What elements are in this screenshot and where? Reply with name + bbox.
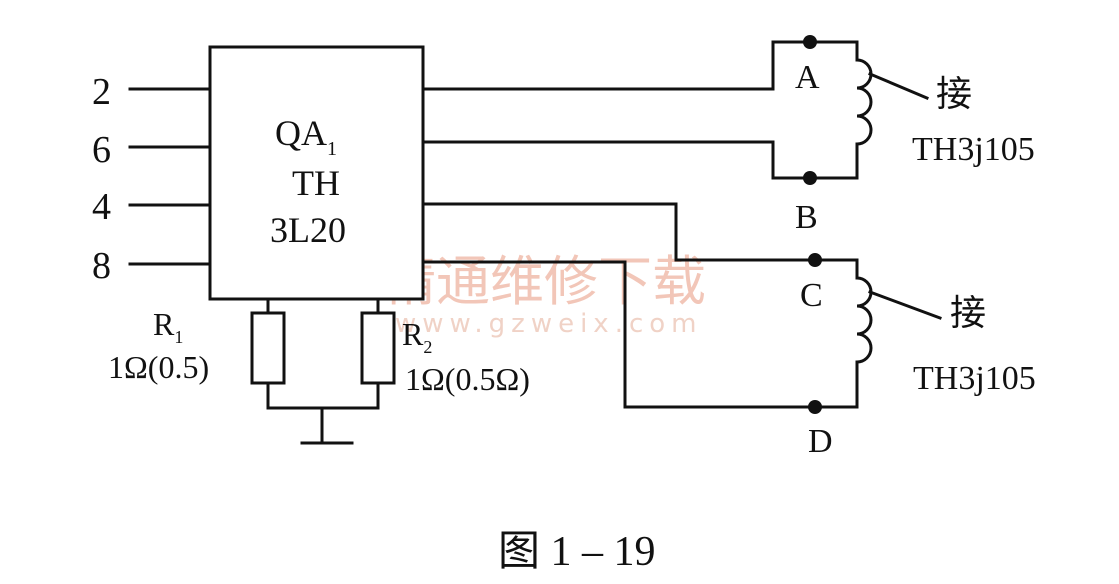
r2-name: R2 (402, 316, 432, 357)
terminal-c-label: C (800, 277, 823, 314)
chip-label-line3: 3L20 (270, 210, 346, 250)
terminal-a-label: A (795, 59, 820, 96)
coil-2-model-label: TH3j105 (913, 360, 1036, 397)
terminal-a-dot (803, 35, 817, 49)
terminal-d-label: D (808, 423, 833, 460)
coil-1-connect-label: 接 (936, 74, 972, 114)
terminal-b-dot (803, 171, 817, 185)
coil-2-circuit: C D 接 TH3j105 (421, 202, 1036, 460)
coil-1-inductor (855, 58, 873, 146)
resistor-network: R1 1Ω(0.5) R2 1Ω(0.5Ω) (108, 297, 530, 445)
pin-6-label: 6 (92, 129, 111, 171)
r1-name: R1 (153, 306, 183, 347)
chip-label-line2: TH (292, 163, 340, 203)
pin-8-label: 8 (92, 245, 111, 287)
coil-1-leader (868, 72, 929, 100)
watermark-url: www.gzweix.com (395, 309, 703, 339)
coil-1-model-label: TH3j105 (912, 131, 1035, 168)
watermark-text: 精通维修下载 (382, 250, 706, 313)
input-pins: 2 6 4 8 (92, 71, 212, 287)
r1-value: 1Ω(0.5) (108, 349, 209, 385)
resistor-r1 (250, 311, 286, 385)
chip-qa1: QA1 TH 3L20 (208, 45, 425, 301)
resistor-r2 (360, 311, 396, 385)
coil-2-leader (868, 290, 942, 320)
pin-4-label: 4 (92, 186, 111, 228)
coil-2-inductor (855, 276, 873, 364)
pin-2-label: 2 (92, 71, 111, 113)
chip-label-line1: QA1 (275, 113, 337, 160)
terminal-d-dot (808, 400, 822, 414)
coil-2-connect-label: 接 (950, 293, 986, 333)
coil-1-circuit: A B 接 TH3j105 (421, 35, 1035, 236)
figure-caption: 图 1 – 19 (498, 529, 656, 575)
r2-value: 1Ω(0.5Ω) (405, 361, 530, 397)
chip-body (208, 45, 425, 301)
terminal-b-label: B (795, 199, 818, 236)
terminal-c-dot (808, 253, 822, 267)
